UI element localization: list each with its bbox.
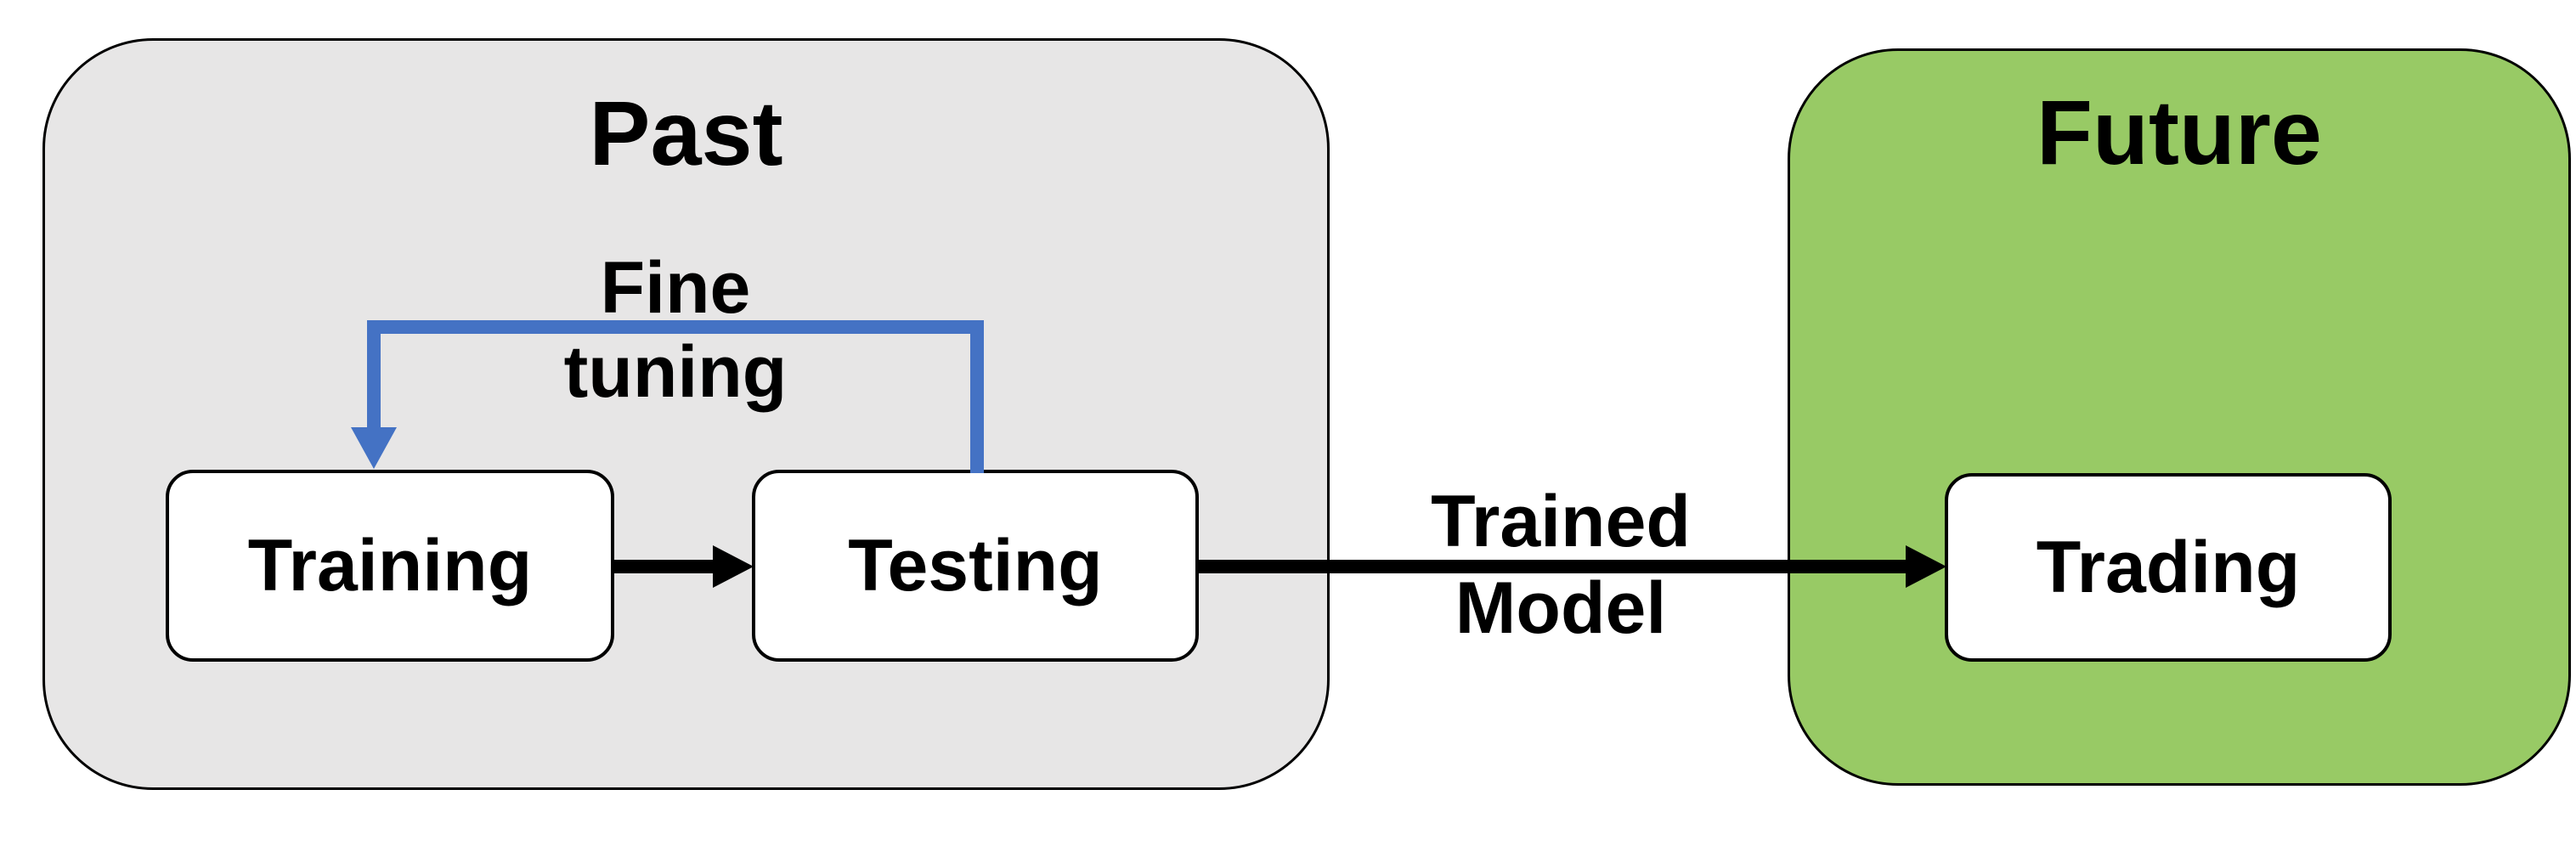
training-node: Training	[166, 470, 614, 662]
past-container	[42, 38, 1330, 790]
fine-tuning-arrow-left-leg	[367, 320, 381, 428]
future-container	[1788, 48, 2571, 786]
testing-to-trading-arrow-shaft	[1199, 560, 1907, 573]
testing-to-trading-arrowhead-icon	[1906, 545, 1946, 588]
testing-node: Testing	[752, 470, 1199, 662]
future-title: Future	[2037, 81, 2322, 183]
past-title: Past	[589, 82, 783, 184]
trading-node-label: Trading	[2036, 527, 2301, 608]
trained-model-label-line2: Model	[1455, 567, 1667, 649]
trained-model-label-line1: Trained	[1431, 481, 1691, 562]
training-node-label: Training	[247, 525, 533, 606]
trading-node: Trading	[1945, 473, 2392, 662]
fine-tuning-arrow-right-leg	[970, 320, 984, 473]
fine-tuning-arrow-horizontal	[367, 320, 984, 334]
fine-tuning-label-line2: tuning	[563, 331, 788, 413]
testing-node-label: Testing	[848, 525, 1103, 606]
training-to-testing-arrowhead-icon	[713, 545, 754, 588]
fine-tuning-label-line1: Fine	[600, 247, 751, 329]
training-to-testing-arrow-shaft	[614, 560, 715, 573]
fine-tuning-arrowhead-icon	[351, 427, 397, 469]
